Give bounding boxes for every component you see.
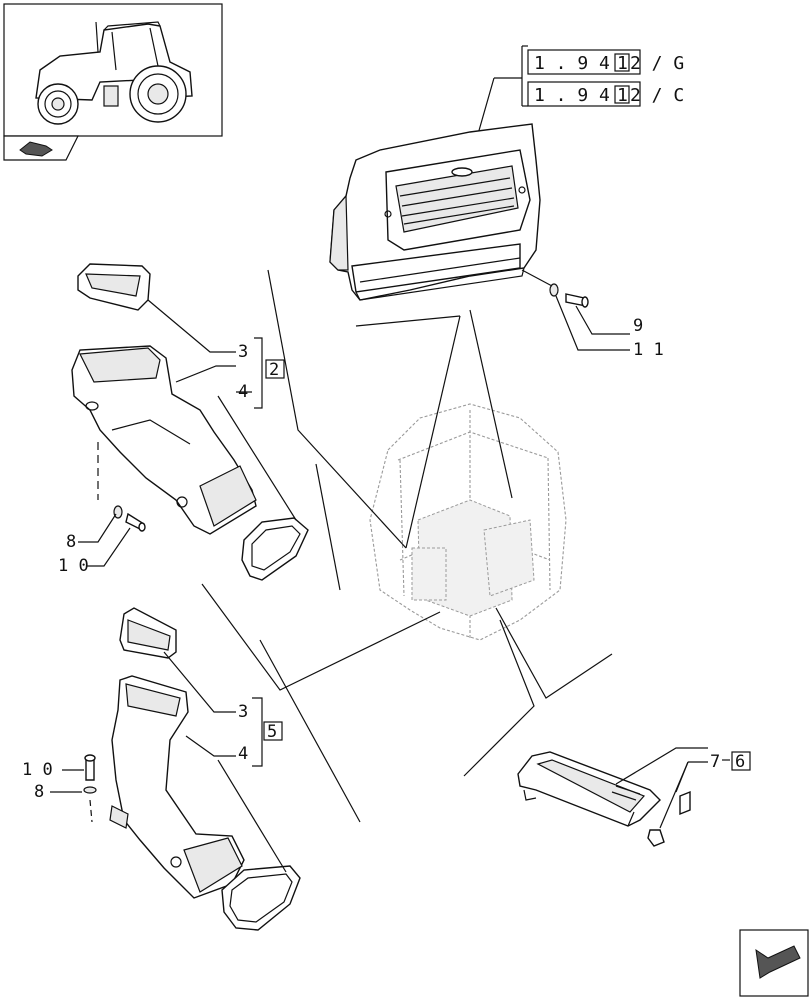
callout-bolt-10-lower: 1 0 [22,760,53,780]
callout-group-6: 6 [735,752,745,772]
callouts-panel: 9 1 1 [521,269,664,360]
reference-boxed-digit-c: 1 [617,85,628,106]
callout-group-2: 2 [269,360,279,380]
callout-bolt-10: 1 0 [58,556,89,576]
reference-prefix-c: 1 . 9 4 [534,85,610,106]
air-filter-panel [329,123,541,301]
book-section-icon[interactable] [3,135,79,161]
callout-washer-8-lower: 8 [34,782,44,802]
cab-frame-outline [369,403,567,641]
callout-cover: 3 [238,342,248,362]
reference-boxed-digit-g: 1 [617,53,628,74]
callout-seal: 4 [238,382,248,402]
upper-duct [71,345,257,535]
tractor-thumbnail-icon [3,3,223,137]
lower-duct-cover [119,607,177,659]
floor-vent-clips [647,790,691,847]
callouts-upper: 3 2 4 8 1 0 [58,299,297,576]
callouts-lower: 3 5 4 1 0 8 [22,651,287,873]
upper-duct-cover [77,263,151,311]
screw-9 [549,283,589,308]
reference-bracket [477,45,528,135]
lower-duct-seal [221,865,301,931]
callout-screw: 9 [633,316,643,336]
callout-cover-lower: 3 [238,702,248,722]
lower-duct [109,675,245,899]
upper-duct-seal [241,517,309,581]
callout-seal-lower: 4 [238,744,248,764]
reference-suffix-g: 2 / G [630,53,684,74]
reference-link-g[interactable]: 1 . 9 4 1 2 / G [527,49,684,75]
callouts-floor-vent: 7 6 [615,747,751,829]
next-page-arrow-icon[interactable] [739,929,809,997]
callout-washer-8: 8 [66,532,76,552]
callout-part-7: 7 [710,752,720,772]
reference-prefix-g: 1 . 9 4 [534,53,610,74]
reference-suffix-c: 2 / C [630,85,684,106]
leader-lines [201,269,613,823]
callout-washer: 1 1 [633,340,664,360]
reference-link-c[interactable]: 1 . 9 4 1 2 / C [527,81,684,107]
floor-vent [517,751,661,827]
callout-group-5: 5 [267,722,277,742]
lower-bolt-washer [83,754,97,823]
